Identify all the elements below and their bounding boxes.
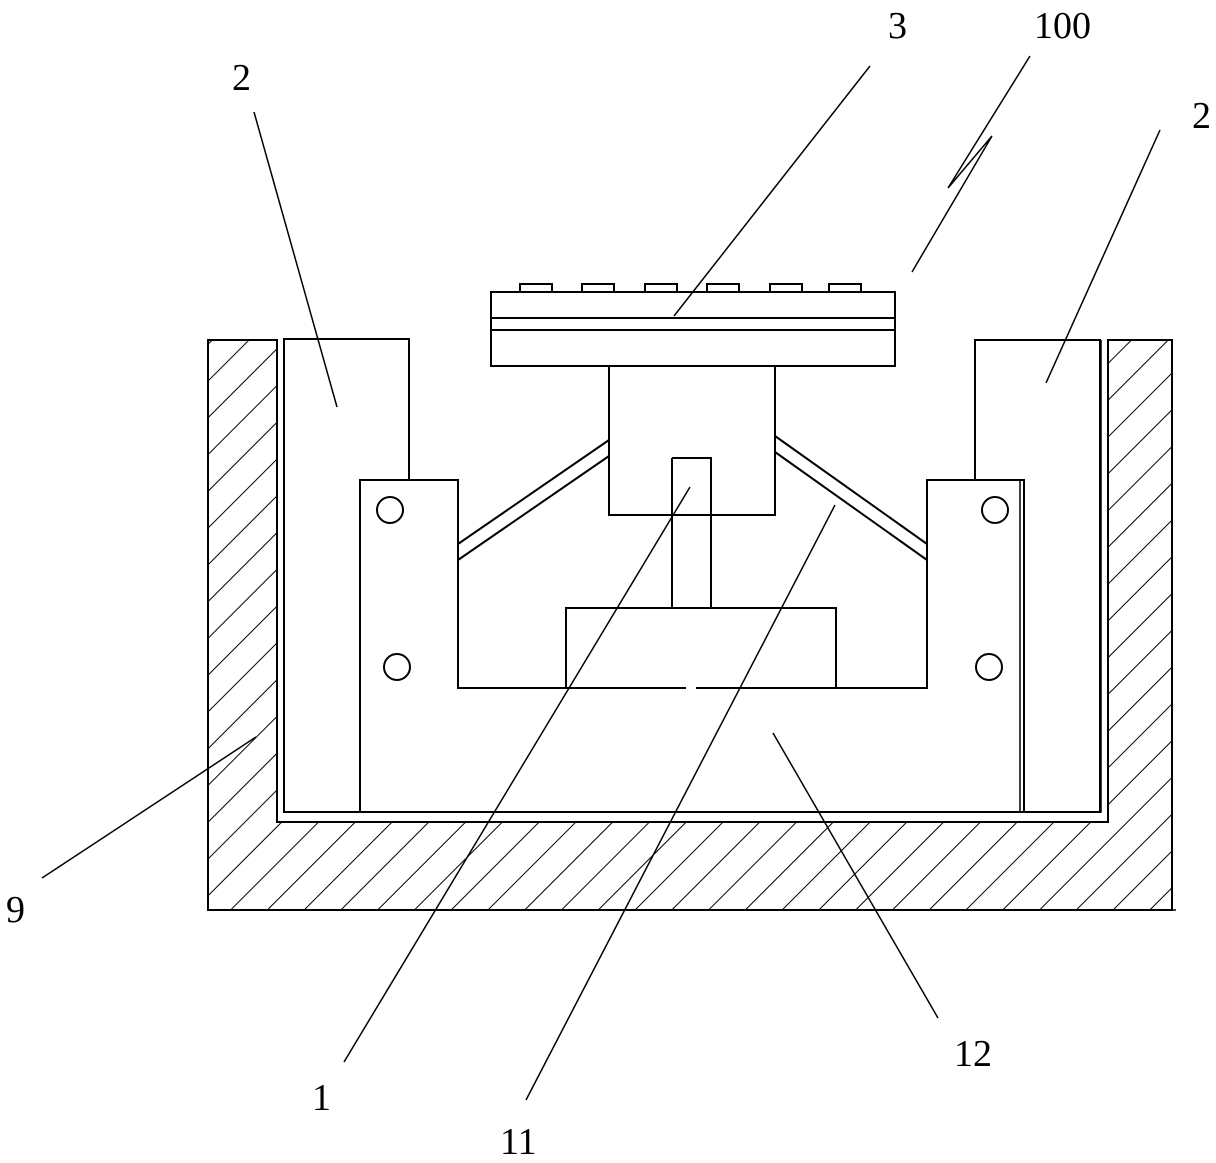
label-part-1: 1 <box>312 1077 331 1119</box>
label-part-3: 3 <box>888 5 907 47</box>
left-strut <box>457 439 610 561</box>
label-part-2-left: 2 <box>232 57 251 99</box>
chip-plate <box>490 283 896 367</box>
carrier-block <box>608 365 776 516</box>
label-part-11: 11 <box>500 1121 537 1163</box>
leader-lines <box>41 55 1161 1101</box>
pedestal-block <box>565 607 837 689</box>
label-part-9: 9 <box>6 889 25 931</box>
right-strut <box>774 435 928 561</box>
u-frame <box>359 479 1025 813</box>
pin-hole <box>383 653 411 681</box>
label-part-100: 100 <box>1034 5 1091 47</box>
pin-hole <box>975 653 1003 681</box>
pin-hole <box>981 496 1009 524</box>
label-part-12: 12 <box>954 1033 992 1075</box>
label-part-2-right: 2 <box>1192 95 1211 137</box>
pin-hole <box>376 496 404 524</box>
